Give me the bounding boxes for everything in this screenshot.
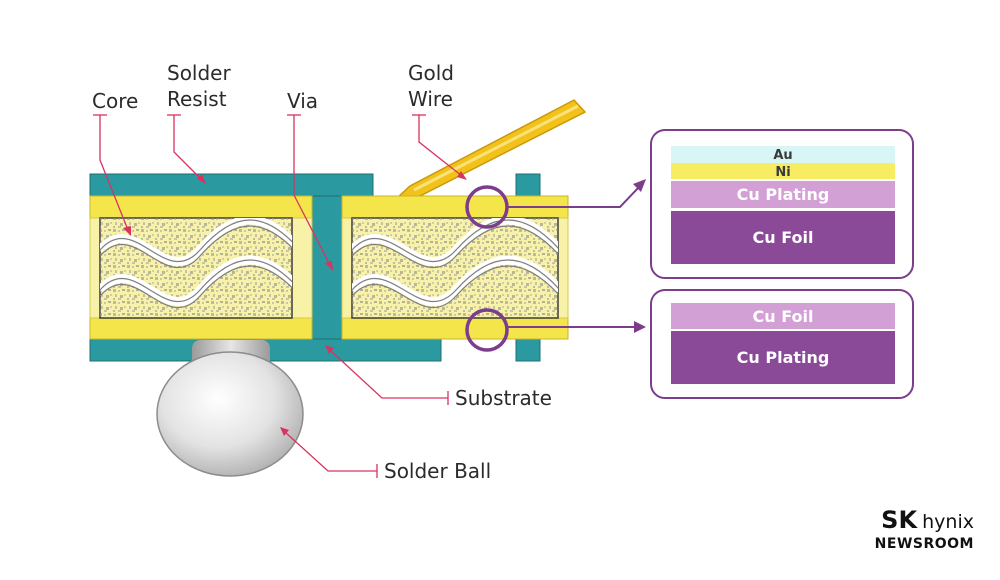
label-solder-resist-line1: Solder (167, 61, 231, 85)
layer-cu-plating-top-label: Cu Plating (737, 185, 830, 204)
label-core: Core (92, 89, 138, 113)
core-block-right (341, 195, 569, 340)
label-gold-wire-line2: Wire (408, 87, 453, 111)
brand-hynix: hynix (922, 511, 974, 533)
layer-ni-label: Ni (775, 165, 790, 180)
core-block-left (89, 195, 313, 340)
callout-bottom-stack: Cu Foil Cu Plating (650, 289, 914, 399)
label-substrate: Substrate (455, 386, 552, 410)
solder-ball (156, 340, 304, 477)
leader-gold-wire (412, 114, 467, 180)
layer-cu-foil-bottom (671, 303, 895, 329)
layer-cu-plating-top (671, 181, 895, 208)
magnifier-top (465, 179, 646, 229)
layer-cu-foil-bottom-label: Cu Foil (753, 307, 814, 326)
layer-cu-foil-top-label: Cu Foil (753, 228, 814, 247)
leader-solder-ball (280, 427, 378, 478)
callout-top-stack: Au Ni Cu Plating Cu Foil (650, 129, 914, 279)
magnifier-bottom (465, 308, 646, 352)
layer-au-label: Au (773, 148, 792, 163)
label-solder-ball: Solder Ball (384, 459, 491, 483)
leader-core (93, 114, 131, 236)
leader-via (287, 114, 333, 271)
layer-cu-foil-top (671, 211, 895, 264)
leader-solder-resist (167, 114, 206, 184)
label-gold-wire-line1: Gold (408, 61, 454, 85)
layer-ni (671, 163, 895, 179)
brand-newsroom: NEWSROOM (874, 536, 974, 552)
sk-hynix-newsroom-logo: SK hynix NEWSROOM (875, 506, 974, 552)
leader-substrate (325, 345, 449, 405)
layer-cu-plating-bottom-label: Cu Plating (737, 348, 830, 367)
layer-au (671, 146, 895, 163)
layer-cu-plating-bottom (671, 331, 895, 384)
label-via: Via (287, 89, 318, 113)
brand-sk: SK (881, 506, 918, 534)
label-solder-resist-line2: Resist (167, 87, 227, 111)
